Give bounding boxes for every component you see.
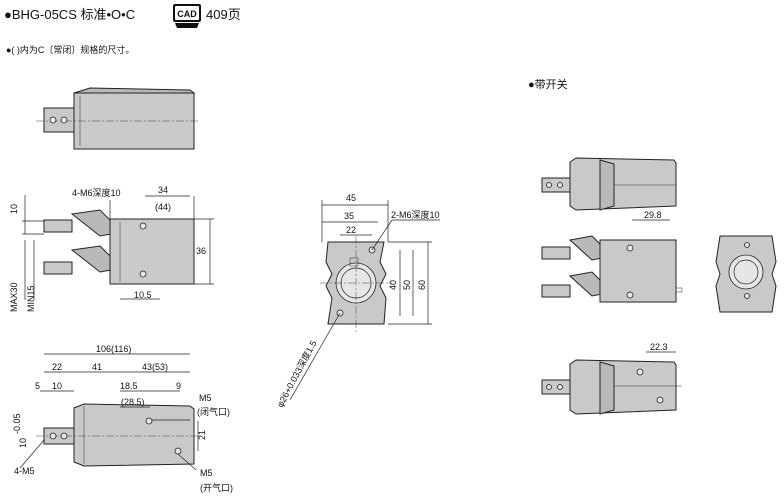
top-view-drawing <box>36 87 200 150</box>
dim-41: 41 <box>92 362 102 372</box>
dim-5: 5 <box>35 381 40 391</box>
switch-end-view <box>715 235 777 313</box>
end-view-drawing: 45 35 22 2-M6深度10 40 50 60 φ26+0.033深度1.… <box>274 193 440 409</box>
dim-10-bottom: 10 <box>52 381 62 391</box>
tolerance-label: -0.05 <box>12 413 22 434</box>
dim-36: 36 <box>196 246 206 256</box>
dim-34: 34 <box>158 185 168 195</box>
note-text: ●( )内为C〔常闭〕规格的尺寸。 <box>6 45 135 55</box>
dim-18-5: 18.5 <box>120 381 138 391</box>
cad-label: CAD <box>177 9 197 19</box>
label-close-port: (闭气口) <box>197 406 230 417</box>
front-view-drawing: 34 (44) 4-M6深度10 36 10.5 10 MAX30 MIN15 <box>9 185 214 312</box>
dim-50: 50 <box>402 280 412 290</box>
switch-side-view: 22.3 <box>541 342 682 415</box>
dim-45: 45 <box>346 193 356 203</box>
dim-10-top: 10 <box>9 204 19 214</box>
dim-4-m6-depth: 4-M6深度10 <box>72 187 121 198</box>
switch-top-view: 29.8 <box>541 157 677 221</box>
dim-44: (44) <box>155 202 171 212</box>
switch-section-title: ●带开关 <box>528 79 568 91</box>
page-reference[interactable]: 409页 <box>206 7 241 22</box>
dim-60: 60 <box>417 280 427 290</box>
dim-22-mid: 22 <box>346 225 356 235</box>
label-m5-open: M5 <box>200 468 213 478</box>
dim-106: 106(116) <box>96 344 131 354</box>
dim-22-bottom: 22 <box>52 362 62 372</box>
dim-max30: MAX30 <box>9 282 19 312</box>
dim-min15: MIN15 <box>26 285 36 312</box>
dim-22-3: 22.3 <box>650 342 668 352</box>
dim-29-8: 29.8 <box>644 210 662 220</box>
dim-10-5: 10.5 <box>134 290 152 300</box>
dim-phi26: φ26+0.033深度1.5 <box>274 338 319 409</box>
dim-21: 21 <box>197 430 207 440</box>
label-open-port: (开气口) <box>200 482 233 493</box>
dim-28-5: (28.5) <box>121 397 145 407</box>
dim-35: 35 <box>344 211 354 221</box>
dim-2-m6-depth: 2-M6深度10 <box>391 209 440 220</box>
dim-43: 43(53) <box>142 362 168 372</box>
dim-10-tolerance: 10 <box>18 438 28 448</box>
switch-front-view <box>541 235 683 303</box>
model-title: ●BHG-05CS 标准•O•C <box>4 7 136 22</box>
dim-4-m5: 4-M5 <box>14 466 35 476</box>
side-view-drawing: 106(116) 22 41 43(53) 5 10 18.5 9 (28.5)… <box>12 344 233 493</box>
label-m5-close: M5 <box>199 393 212 403</box>
dim-9: 9 <box>176 381 181 391</box>
dim-40: 40 <box>388 280 398 290</box>
cad-icon[interactable]: CAD <box>172 3 202 29</box>
